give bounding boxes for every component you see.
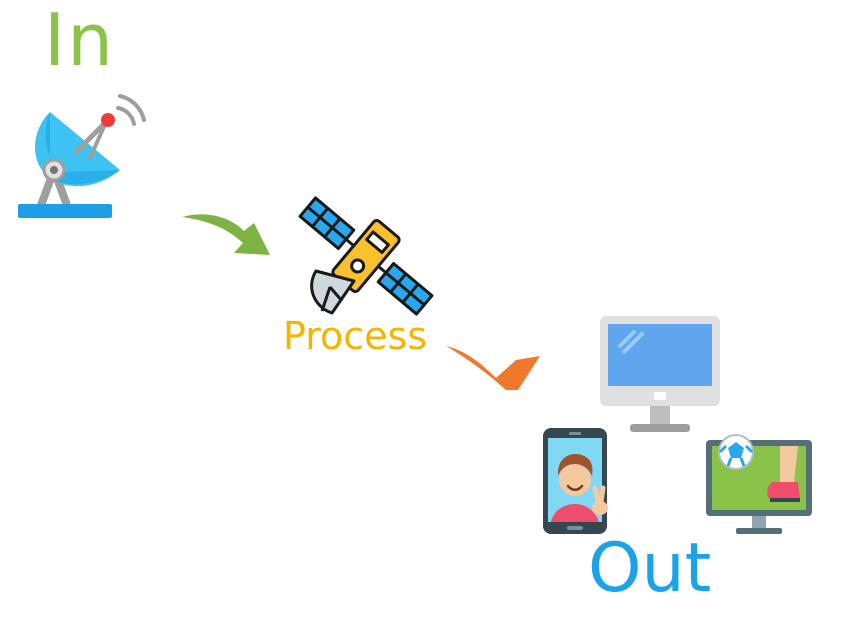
satellite-dish-icon [18, 94, 146, 218]
desktop-monitor-icon [600, 316, 720, 432]
curved-arrow-icon [182, 214, 270, 255]
curved-arrow-icon [446, 346, 540, 390]
tv-football-icon [706, 434, 812, 534]
smartphone-selfie-icon [543, 428, 608, 534]
process-label: Process [283, 314, 428, 358]
in-label: In [44, 0, 115, 82]
out-label: Out [588, 529, 712, 608]
satellite-icon [298, 196, 434, 316]
